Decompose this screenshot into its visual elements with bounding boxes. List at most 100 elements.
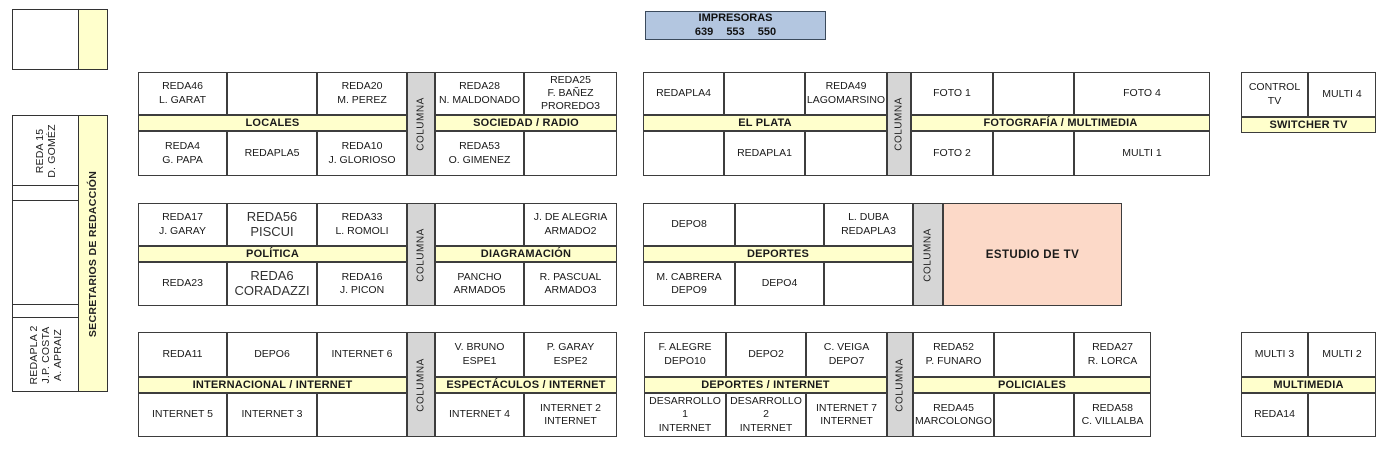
desk-cell: MULTI 4 [1308,72,1376,117]
columna-label: COLUMNA [415,97,427,151]
section-header: SWITCHER TV [1241,117,1376,133]
desk-row: FOTO 1 FOTO 4 [911,72,1210,115]
desk-cell: REDA28 N. MALDONADO [435,72,524,115]
desk-cell: REDAPLA4 [643,72,724,115]
section-header: LOCALES [138,115,407,131]
desk-cell: DESARROLLO 2 INTERNET [726,393,806,437]
desk-cell: DEPO2 [726,332,806,377]
desk-cell: MULTI 1 [1074,131,1210,176]
secretaries-strip: SECRETARIOS DE REDACCIÓN [79,116,107,391]
desk-cell: REDA6 CORADAZZI [227,262,317,306]
desk-cell: REDA49 LAGOMARSINO [805,72,887,115]
desk-cell [1308,393,1376,437]
sidebar-desk-column: REDA 15 D. GOMÉZ REDAPLA 2 J.P. COSTA A.… [13,116,79,391]
desk-cell: CONTROL TV [1241,72,1308,117]
sidebar-spacer [13,305,78,318]
desk-row: FOTO 2 MULTI 1 [911,131,1210,176]
desk-cell: REDA58 C. VILLALBA [1074,393,1151,437]
sidebar-spacer [13,186,78,201]
desk-cell [993,72,1074,115]
desk-cell: C. VEIGA DEPO7 [806,332,887,377]
desk-cell: REDA33 L. ROMOLI [317,203,407,246]
desk-row: J. DE ALEGRIA ARMADO2 [435,203,617,246]
columna-strip: COLUMNA [887,332,913,437]
desk-cell: REDAPLA1 [724,131,805,176]
desk-cell: REDA56 PISCUI [227,203,317,246]
section-header: POLICIALES [913,377,1151,393]
sidebar-empty-desk [13,201,78,305]
printers-box: IMPRESORAS 639 553 550 [645,11,826,40]
desk-cell [805,131,887,176]
columna-strip: COLUMNA [407,203,435,306]
desk-cell: M. CABRERA DEPO9 [643,262,735,306]
desk-cell: REDA14 [1241,393,1308,437]
columna-strip: COLUMNA [913,203,943,306]
desk-cell: DESARROLLO 1 INTERNET [644,393,726,437]
columna-label: COLUMNA [415,227,427,282]
section-header: FOTOGRAFÍA / MULTIMEDIA [911,115,1210,131]
desk-row: REDA53 O. GIMENEZ [435,131,617,176]
desk-redapla2: REDAPLA 2 J.P. COSTA A. APRAIZ [13,318,78,391]
legend-yellow-cell [79,10,107,69]
desk-cell: REDA45 MARCOLONGO [913,393,994,437]
columna-label: COLUMNA [893,97,905,151]
section-header: POLÍTICA [138,246,407,262]
desk-cell: REDA11 [138,332,227,377]
desk-row: REDA45 MARCOLONGO REDA58 C. VILLALBA [913,393,1151,437]
columna-strip: COLUMNA [407,332,435,437]
desk-cell: V. BRUNO ESPE1 [435,332,524,377]
section-header: DEPORTES [643,246,913,262]
desk-cell: FOTO 1 [911,72,993,115]
room-label: ESTUDIO DE TV [985,248,1080,261]
desk-cell: REDA52 P. FUNARO [913,332,994,377]
printers-title: IMPRESORAS [698,11,773,24]
section-header: MULTIMEDIA [1241,377,1376,393]
columna-strip: COLUMNA [407,72,435,176]
desk-cell: REDA17 J. GARAY [138,203,227,246]
printers-numbers: 639 553 550 [694,25,777,38]
desk-cell: FOTO 4 [1074,72,1210,115]
desk-cell: REDA4 G. PAPA [138,131,227,176]
desk-cell: REDA46 L. GARAT [138,72,227,115]
room-estudio-de-tv: ESTUDIO DE TV [943,203,1122,306]
desk-cell [317,393,407,437]
desk-cell [724,72,805,115]
desk-cell: INTERNET 7 INTERNET [806,393,887,437]
desk-cell [993,131,1074,176]
desk-cell: FOTO 2 [911,131,993,176]
desk-cell: DEPO8 [643,203,735,246]
section-header: INTERNACIONAL / INTERNET [138,377,407,393]
desk-cell [994,393,1074,437]
desk-reda15-label: REDA 15 D. GOMÉZ [33,123,58,178]
columna-label: COLUMNA [922,227,934,282]
desk-cell: REDAPLA5 [227,131,317,176]
legend-box [12,9,108,70]
desk-row: REDAPLA4 REDA49 LAGOMARSINO [643,72,887,115]
desk-cell: MULTI 2 [1308,332,1376,377]
desk-cell: INTERNET 2 INTERNET [524,393,617,437]
desk-row: REDA14 [1241,393,1376,437]
